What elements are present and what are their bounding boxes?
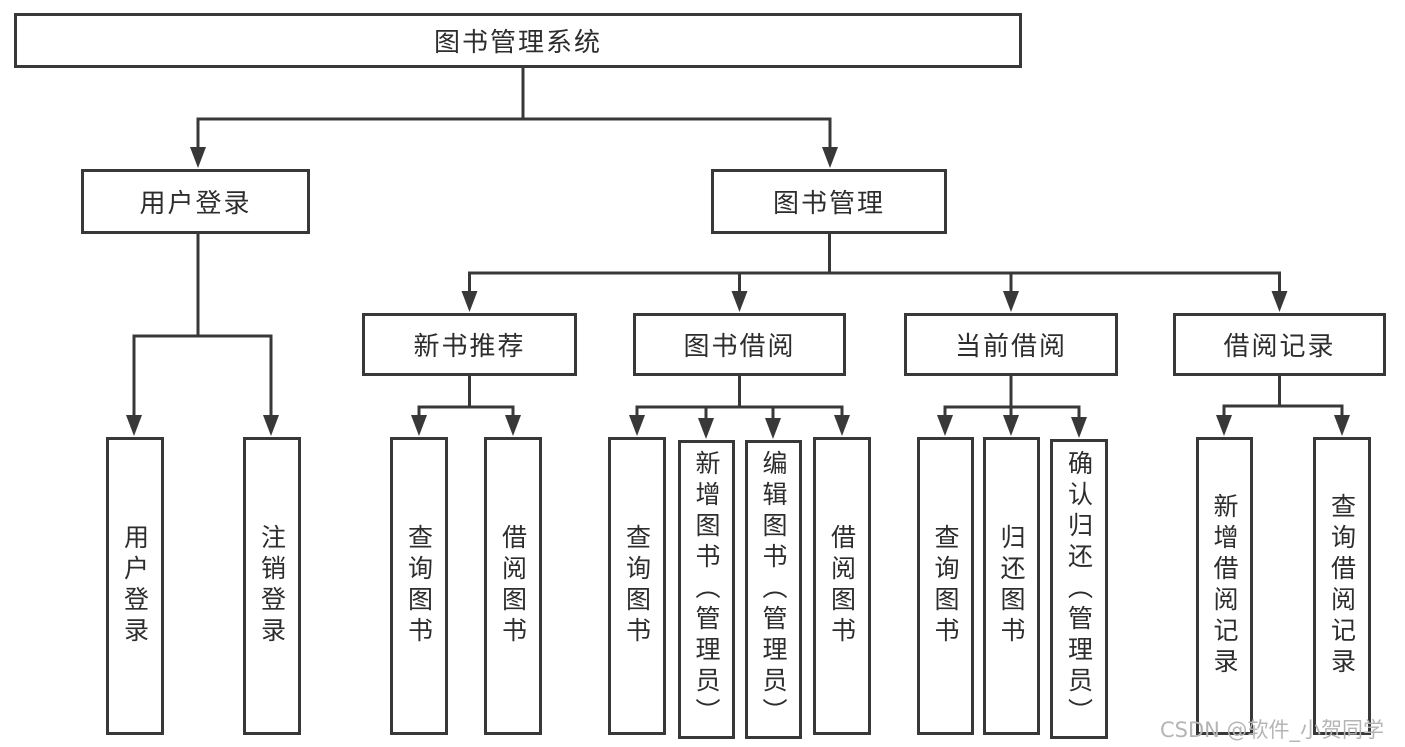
leaf-add-borrow-record: 新增借阅记录 (1196, 437, 1253, 735)
leaf-query-books-1: 查询图书 (390, 437, 448, 735)
leaf-query-borrow-record: 查询借阅记录 (1313, 437, 1371, 735)
node-book-management: 图书管理 (711, 169, 947, 234)
arrowhead-icon (765, 418, 781, 439)
arrowhead-icon (629, 415, 645, 436)
arrowhead-icon (822, 147, 838, 168)
arrowhead-icon (1003, 291, 1019, 312)
node-new-book-recommend: 新书推荐 (362, 313, 577, 376)
node-book-management-label: 图书管理 (772, 189, 885, 219)
arrowhead-icon (461, 291, 478, 312)
arrowhead-icon (937, 415, 953, 436)
leaf-add-book-admin: 新增图书（管理员） (678, 440, 735, 739)
node-book-borrow-label: 图书借阅 (683, 332, 796, 362)
arrowhead-icon (1003, 415, 1019, 436)
arrowhead-icon (1271, 291, 1288, 312)
arrowhead-icon (263, 415, 279, 436)
node-book-borrow: 图书借阅 (633, 313, 846, 376)
connector-book-management-groups (461, 234, 1288, 312)
leaf-borrow-books-1: 借阅图书 (484, 437, 542, 735)
connector-user-login-children (126, 234, 279, 436)
node-user-login: 用户登录 (81, 169, 310, 234)
leaf-user-login: 用户登录 (106, 437, 164, 735)
node-user-login-label: 用户登录 (139, 189, 252, 219)
node-borrow-records: 借阅记录 (1173, 313, 1386, 376)
leaf-borrow-books-2: 借阅图书 (813, 437, 871, 735)
node-current-borrow: 当前借阅 (904, 313, 1118, 376)
arrowhead-icon (834, 415, 850, 436)
arrowhead-icon (731, 291, 748, 312)
node-new-book-recommend-label: 新书推荐 (413, 332, 526, 362)
arrowhead-icon (1334, 415, 1350, 436)
connector-borrow-records-children (1216, 376, 1350, 436)
leaf-query-books-2: 查询图书 (608, 437, 666, 735)
connector-book-borrow-children (629, 376, 850, 439)
leaf-logout: 注销登录 (243, 437, 301, 735)
arrowhead-icon (411, 415, 427, 436)
arrowhead-icon (190, 147, 206, 168)
leaf-return-books: 归还图书 (983, 437, 1040, 735)
arrowhead-icon (1216, 415, 1232, 436)
connector-current-borrow-children (937, 376, 1087, 438)
arrowhead-icon (126, 415, 142, 436)
arrowhead-icon (1071, 417, 1087, 438)
watermark: CSDN @软件_小贺同学 (1160, 718, 1385, 742)
connector-new-book-recommend-children (411, 376, 521, 436)
leaf-confirm-return-admin: 确认归还（管理员） (1050, 439, 1108, 739)
node-root-label: 图书管理系统 (433, 28, 602, 58)
node-root: 图书管理系统 (14, 13, 1022, 68)
arrowhead-icon (505, 415, 521, 436)
arrowhead-icon (698, 418, 714, 439)
leaf-query-books-3: 查询图书 (917, 437, 974, 735)
node-borrow-records-label: 借阅记录 (1223, 332, 1336, 362)
connector-root-to-level2 (190, 68, 838, 168)
node-current-borrow-label: 当前借阅 (954, 332, 1067, 362)
leaf-edit-book-admin: 编辑图书（管理员） (745, 440, 802, 739)
